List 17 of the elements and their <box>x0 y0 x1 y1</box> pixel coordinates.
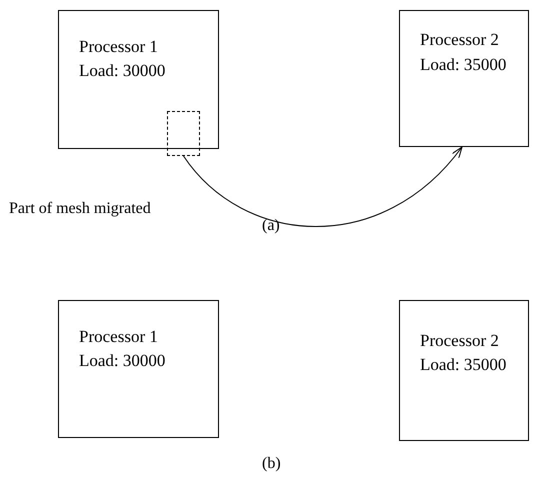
processor-label: Processor 2 <box>420 331 499 351</box>
caption-text: Part of mesh migrated <box>9 199 151 219</box>
processor-box <box>58 300 219 438</box>
processor-label: Processor 1 <box>79 37 158 57</box>
load-text: Load: 35000 <box>420 55 506 75</box>
processor-box <box>58 10 219 149</box>
load-text: Load: 30000 <box>79 351 166 371</box>
panel-label: (a) <box>262 216 280 236</box>
processor-box <box>399 10 529 147</box>
processor-label: Processor 1 <box>79 327 158 347</box>
processor-box <box>399 300 529 441</box>
dashed-region-box <box>167 111 200 156</box>
load-text: Load: 35000 <box>420 355 506 375</box>
processor-label: Processor 2 <box>420 30 499 50</box>
load-text: Load: 30000 <box>79 61 166 81</box>
curved-arrow <box>183 146 462 227</box>
panel-label: (b) <box>262 454 281 474</box>
